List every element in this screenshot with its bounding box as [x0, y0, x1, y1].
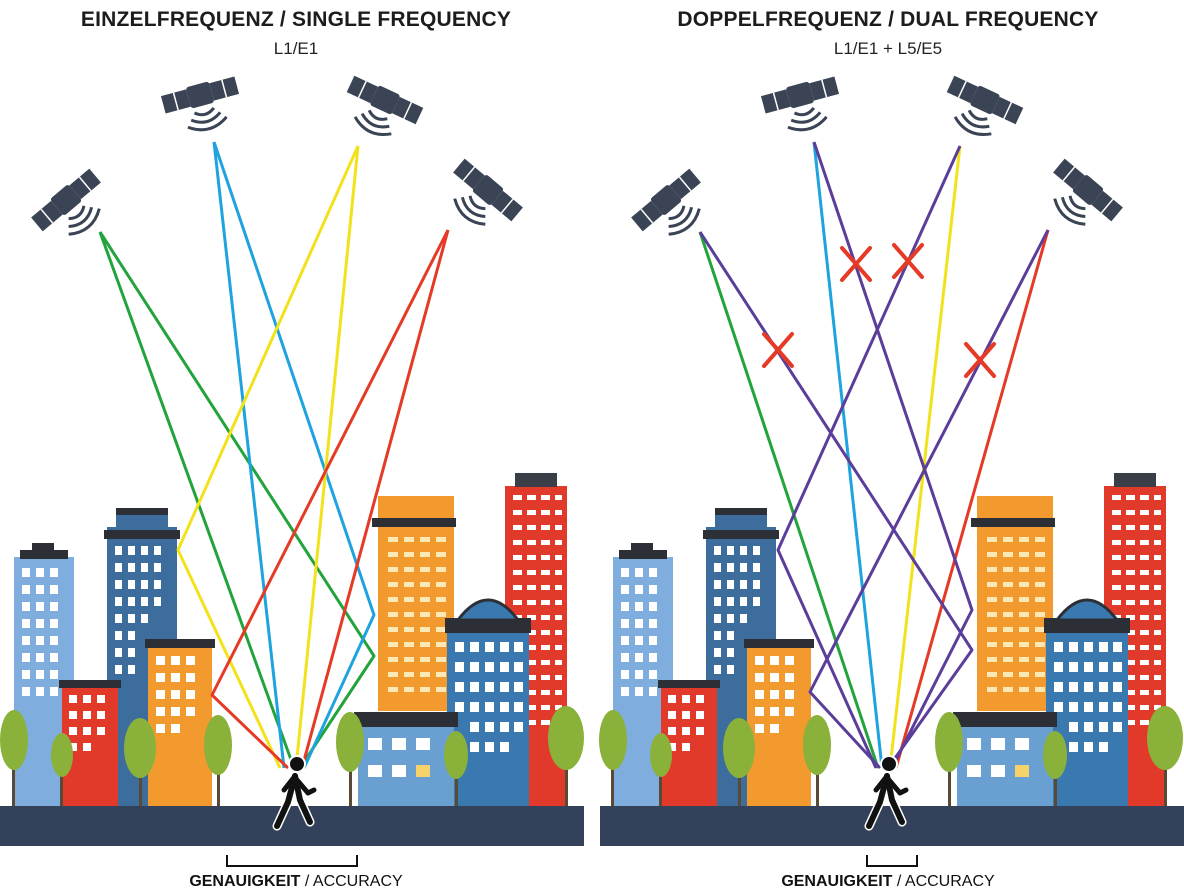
panel-subtitle: L1/E1 — [273, 39, 319, 58]
cross-icon — [762, 332, 794, 368]
satellite-icon — [760, 76, 840, 132]
blue-direct-path — [212, 141, 286, 769]
green-direct-path — [98, 231, 296, 769]
signal-paths — [98, 141, 450, 770]
purple-reflected-path — [812, 141, 974, 769]
signal-paths — [698, 141, 1050, 770]
purple-reflected-path — [776, 145, 962, 769]
purple-reflected-path — [698, 231, 974, 769]
green-direct-path — [698, 231, 880, 769]
tree-group — [0, 706, 584, 807]
yellow-reflected-path — [176, 145, 360, 769]
rejected-reflection-marks — [762, 243, 996, 378]
accuracy-caption: GENAUIGKEIT / ACCURACY — [0, 873, 592, 891]
satellite-icon — [160, 76, 240, 132]
red-reflected-path — [210, 229, 450, 770]
satellite-icon — [946, 75, 1024, 136]
single-frequency-panel: EINZELFREQUENZ / SINGLE FREQUENCY L1/E1 — [0, 8, 592, 891]
blue-direct-path — [812, 141, 884, 769]
satellite-icon — [346, 75, 424, 136]
panel-subtitle: L1/E1 + L5/E5 — [833, 39, 943, 58]
panel-title: EINZELFREQUENZ / SINGLE FREQUENCY — [80, 8, 512, 31]
cross-icon — [892, 243, 924, 279]
yellow-direct-path — [294, 145, 360, 769]
accuracy-bracket — [226, 855, 358, 867]
accuracy-caption: GENAUIGKEIT / ACCURACY — [592, 873, 1184, 891]
dual-frequency-panel: DOPPELFREQUENZ / DUAL FREQUENCY L1/E1 + … — [592, 0, 1184, 896]
cross-icon — [840, 246, 872, 282]
satellite-icon — [31, 168, 101, 236]
caption-bold: GENAUIGKEIT — [189, 873, 301, 890]
tree-group — [599, 706, 1183, 807]
city-buildings — [599, 473, 1183, 807]
red-direct-path — [300, 229, 450, 769]
satellite-icon — [631, 168, 701, 236]
green-reflected-path — [98, 231, 376, 769]
city-buildings — [0, 473, 584, 807]
pedestrian-icon — [272, 755, 318, 831]
street — [0, 806, 584, 846]
panel-title: DOPPELFREQUENZ / DUAL FREQUENCY — [677, 8, 1099, 31]
accuracy-bracket — [866, 855, 918, 867]
yellow-direct-path — [888, 145, 962, 769]
pedestrian-icon — [864, 755, 910, 831]
caption-rest: / ACCURACY — [892, 873, 995, 890]
cross-icon — [964, 342, 996, 378]
purple-reflected-path — [808, 229, 1050, 770]
caption-rest: / ACCURACY — [300, 873, 403, 890]
red-direct-path — [894, 229, 1050, 769]
satellite-icon — [453, 158, 523, 226]
dual-frequency-scene — [599, 75, 1184, 867]
street — [600, 806, 1184, 846]
blue-reflected-path — [212, 141, 376, 769]
satellite-icon — [1053, 158, 1123, 226]
single-frequency-scene — [0, 75, 584, 867]
caption-bold: GENAUIGKEIT — [781, 873, 893, 890]
